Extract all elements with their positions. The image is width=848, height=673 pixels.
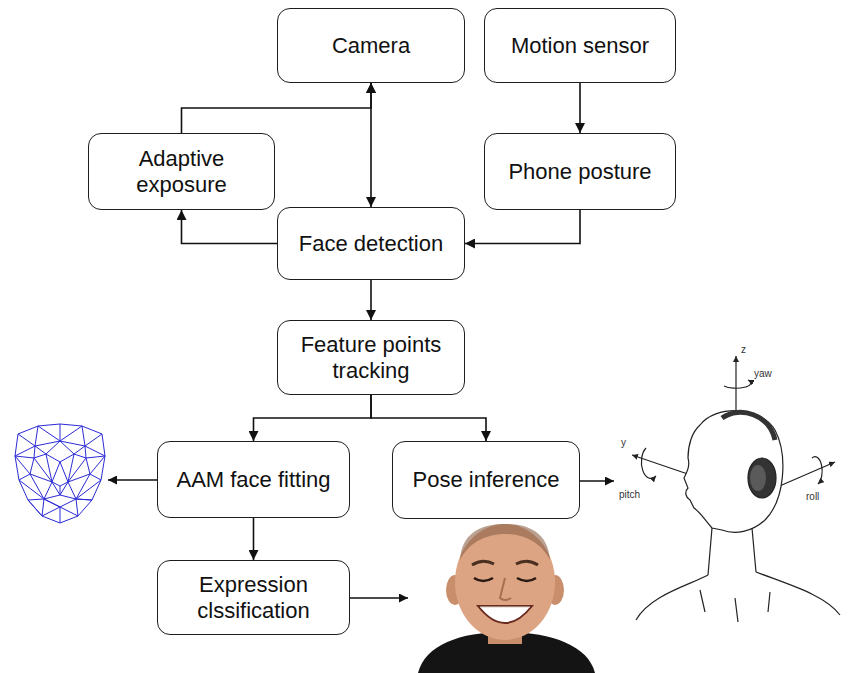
teeth-line [480, 607, 530, 608]
headphone-cup [748, 458, 776, 498]
output-arrow [108, 479, 157, 481]
neck [708, 528, 756, 575]
flow-arrow [371, 395, 486, 441]
box-label: Expression clssification [172, 572, 335, 624]
head [455, 524, 555, 640]
box-label: AAM face fitting [176, 467, 330, 493]
headphone-band [722, 412, 775, 440]
face-mesh [15, 424, 105, 523]
axis-label: y [621, 438, 626, 448]
box-label: Phone posture [508, 159, 651, 185]
roll-arrow [812, 457, 822, 484]
process-box: Motion sensor [484, 8, 676, 83]
box-label: Adaptive exposure [103, 146, 260, 198]
process-box: Pose inference [392, 441, 580, 519]
smiling-face [418, 524, 595, 673]
output-arrow [350, 597, 408, 599]
flow-arrow [254, 395, 372, 441]
smile [478, 606, 532, 623]
pitch-arrow [641, 448, 656, 478]
box-label: Pose inference [413, 467, 560, 493]
yaw-arrow [724, 380, 751, 388]
process-box: Adaptive exposure [88, 133, 275, 210]
box-label: Feature points tracking [292, 332, 450, 384]
axis-label: z [741, 345, 746, 355]
head-pose-sketch [632, 356, 840, 622]
process-box: Feature points tracking [277, 320, 465, 395]
flow-arrow [182, 210, 278, 244]
box-label: Camera [332, 33, 410, 59]
hairline [460, 524, 550, 560]
process-box: AAM face fitting [157, 441, 350, 518]
eyebrows [472, 561, 538, 565]
shoulders [636, 572, 840, 620]
flow-arrow [465, 210, 580, 244]
headphone-pad [750, 465, 766, 491]
flow-arrow [182, 83, 372, 133]
axis-label: roll [806, 492, 819, 502]
process-box: Phone posture [484, 133, 676, 210]
flow-arrow [253, 518, 255, 560]
head-outline [684, 411, 783, 533]
output-arrow [580, 480, 614, 482]
roll-axis [775, 462, 835, 488]
nose [500, 578, 511, 600]
axis-label: pitch [619, 490, 640, 500]
box-label: Face detection [299, 231, 443, 257]
process-box: Camera [277, 8, 465, 83]
process-box: Expression clssification [157, 560, 350, 635]
axis-label: yaw [754, 369, 772, 379]
flow-arrow [370, 280, 372, 320]
process-box: Face detection [277, 207, 465, 280]
shirt-folds [700, 590, 770, 622]
flow-arrow [579, 83, 581, 133]
box-label: Motion sensor [511, 33, 649, 59]
